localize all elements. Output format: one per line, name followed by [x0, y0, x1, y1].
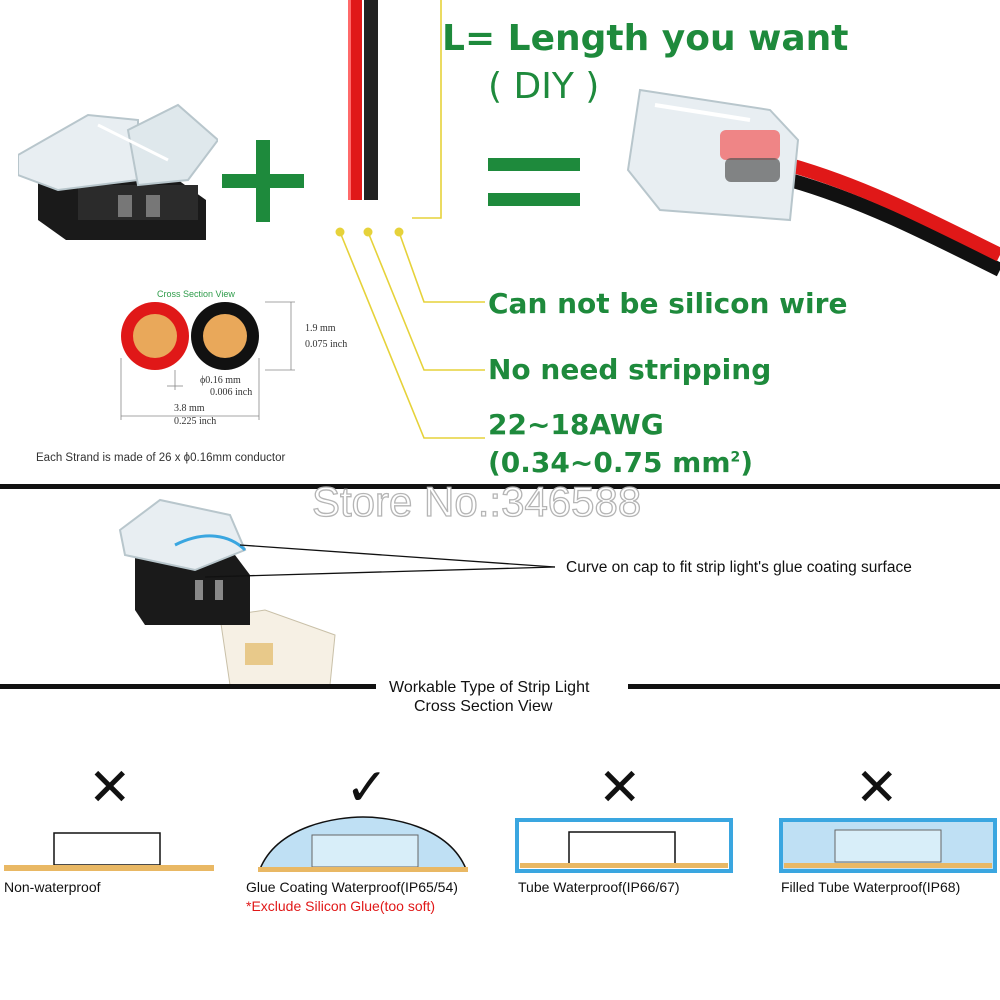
check-icon: ✓	[345, 758, 389, 818]
label-filled-tube: Filled Tube Waterproof(IP68)	[781, 879, 961, 895]
cross-section-value: (0.34~0.75 mm	[488, 446, 731, 479]
dim-width-mm: 3.8 mm	[174, 403, 205, 414]
diy-label: ( DIY )	[488, 66, 600, 107]
cross-section-title: Cross Section View	[157, 289, 235, 299]
feature-stripping: No need stripping	[488, 353, 772, 386]
divider-left	[0, 684, 376, 689]
cross-section-sup: 2	[730, 449, 741, 466]
divider-right	[628, 684, 1000, 689]
feature-cross-section: (0.34~0.75 mm2)	[488, 446, 753, 479]
connector-assembled-illustration	[626, 88, 1000, 277]
feature-silicon: Can not be silicon wire	[488, 287, 848, 320]
label-tube: Tube Waterproof(IP66/67)	[518, 879, 680, 895]
cross-icon: ✕	[88, 758, 132, 818]
cross-icon: ✕	[855, 758, 899, 818]
dim-height-mm: 1.9 mm	[305, 323, 336, 334]
strip-tube-diagram	[515, 818, 733, 873]
divider-top	[0, 484, 1000, 489]
connector-open-illustration	[18, 103, 218, 240]
length-title: L= Length you want	[442, 18, 849, 59]
cross-section-diagram	[120, 301, 295, 420]
cross-icon: ✕	[598, 758, 642, 818]
feature-awg: 22~18AWG	[488, 408, 664, 441]
dim-strand-mm: ϕ0.16 mm	[200, 375, 241, 386]
strand-caption: Each Strand is made of 26 x ϕ0.16mm cond…	[36, 452, 286, 464]
cross-section-end: )	[740, 446, 754, 479]
strip-glue-coating-diagram	[258, 816, 468, 872]
dim-height-inch: 0.075 inch	[305, 339, 348, 350]
label-glue-note: *Exclude Silicon Glue(too soft)	[246, 898, 436, 914]
dim-width-inch: 0.225 inch	[174, 416, 217, 427]
plus-icon	[222, 140, 304, 222]
wire-leader-diagram	[335, 0, 485, 439]
section-title-2: Cross Section View	[414, 698, 553, 715]
connector-on-strip-illustration	[118, 498, 556, 686]
cap-curve-note: Curve on cap to fit strip light's glue c…	[566, 559, 912, 576]
strip-filled-tube-diagram	[779, 818, 997, 873]
section-title-1: Workable Type of Strip Light	[389, 679, 590, 696]
store-watermark: Store No.:346588	[311, 477, 642, 525]
dim-strand-inch: 0.006 inch	[210, 387, 253, 398]
strip-non-waterproof-diagram	[4, 832, 214, 871]
label-glue-coating: Glue Coating Waterproof(IP65/54)	[246, 879, 458, 895]
label-non-waterproof: Non-waterproof	[4, 879, 101, 895]
equals-icon	[488, 158, 580, 206]
